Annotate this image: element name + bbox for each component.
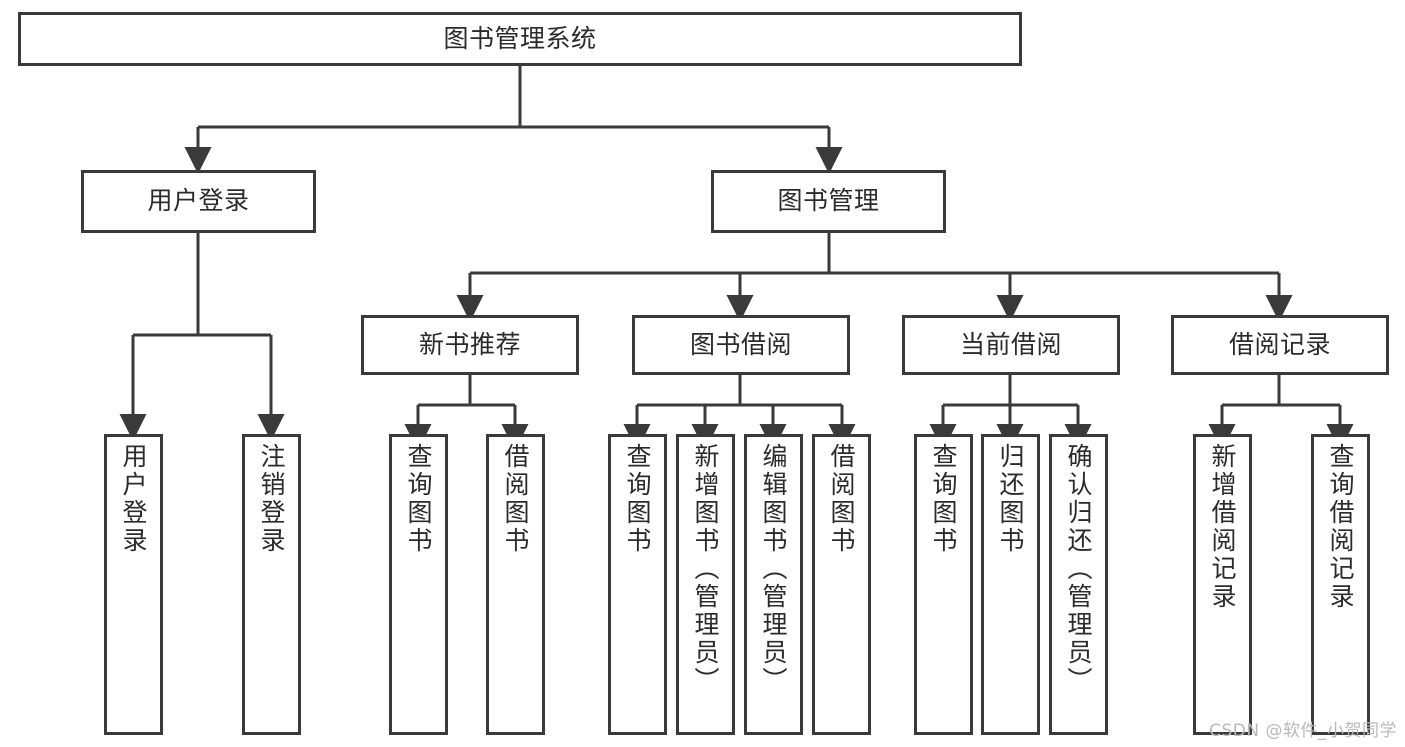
node-leaf-borrow-book-2-label: 借阅图书: [827, 443, 856, 555]
node-book-borrow[interactable]: 图书借阅: [632, 315, 850, 375]
node-leaf-borrow-book-2[interactable]: 借阅图书: [812, 434, 871, 735]
node-user-login[interactable]: 用户登录: [81, 170, 316, 233]
node-borrow-record[interactable]: 借阅记录: [1171, 315, 1389, 375]
node-current-borrow[interactable]: 当前借阅: [902, 315, 1120, 375]
node-book-borrow-label: 图书借阅: [689, 329, 792, 359]
node-leaf-query-book-3[interactable]: 查询图书: [914, 434, 973, 735]
node-leaf-return-book-label: 归还图书: [996, 443, 1025, 555]
node-root-label: 图书管理系统: [443, 23, 597, 53]
node-leaf-user-logout-label: 注销登录: [257, 443, 286, 555]
node-leaf-confirm-return[interactable]: 确认归还（管理员）: [1049, 434, 1108, 735]
node-leaf-edit-book[interactable]: 编辑图书（管理员）: [744, 434, 803, 735]
node-leaf-add-book-label: 新增图书（管理员）: [691, 443, 720, 695]
node-leaf-query-book-1[interactable]: 查询图书: [389, 434, 448, 735]
node-leaf-query-book-1-label: 查询图书: [404, 443, 433, 555]
node-leaf-edit-book-label: 编辑图书（管理员）: [759, 443, 788, 695]
node-leaf-query-book-2-label: 查询图书: [623, 443, 652, 555]
node-new-book-rec[interactable]: 新书推荐: [361, 315, 579, 375]
node-leaf-query-book-3-label: 查询图书: [929, 443, 958, 555]
node-leaf-add-record[interactable]: 新增借阅记录: [1193, 434, 1252, 735]
node-leaf-user-logout[interactable]: 注销登录: [242, 434, 301, 735]
node-leaf-borrow-book-1-label: 借阅图书: [501, 443, 530, 555]
node-leaf-query-record[interactable]: 查询借阅记录: [1311, 434, 1370, 735]
node-book-manage[interactable]: 图书管理: [711, 170, 946, 233]
node-leaf-confirm-return-label: 确认归还（管理员）: [1064, 443, 1093, 695]
node-root[interactable]: 图书管理系统: [18, 12, 1022, 66]
node-borrow-record-label: 借阅记录: [1228, 329, 1331, 359]
node-leaf-return-book[interactable]: 归还图书: [981, 434, 1040, 735]
node-leaf-user-login[interactable]: 用户登录: [104, 434, 163, 735]
node-leaf-query-record-label: 查询借阅记录: [1326, 443, 1355, 611]
node-leaf-borrow-book-1[interactable]: 借阅图书: [486, 434, 545, 735]
node-new-book-rec-label: 新书推荐: [418, 329, 521, 359]
node-leaf-user-login-label: 用户登录: [119, 443, 148, 555]
csdn-watermark: CSDN @软件_小贺同学: [1209, 721, 1397, 741]
node-leaf-add-record-label: 新增借阅记录: [1208, 443, 1237, 611]
node-leaf-add-book[interactable]: 新增图书（管理员）: [676, 434, 735, 735]
node-leaf-query-book-2[interactable]: 查询图书: [608, 434, 667, 735]
node-book-manage-label: 图书管理: [777, 186, 880, 216]
node-user-login-label: 用户登录: [147, 186, 250, 216]
node-current-borrow-label: 当前借阅: [959, 329, 1062, 359]
